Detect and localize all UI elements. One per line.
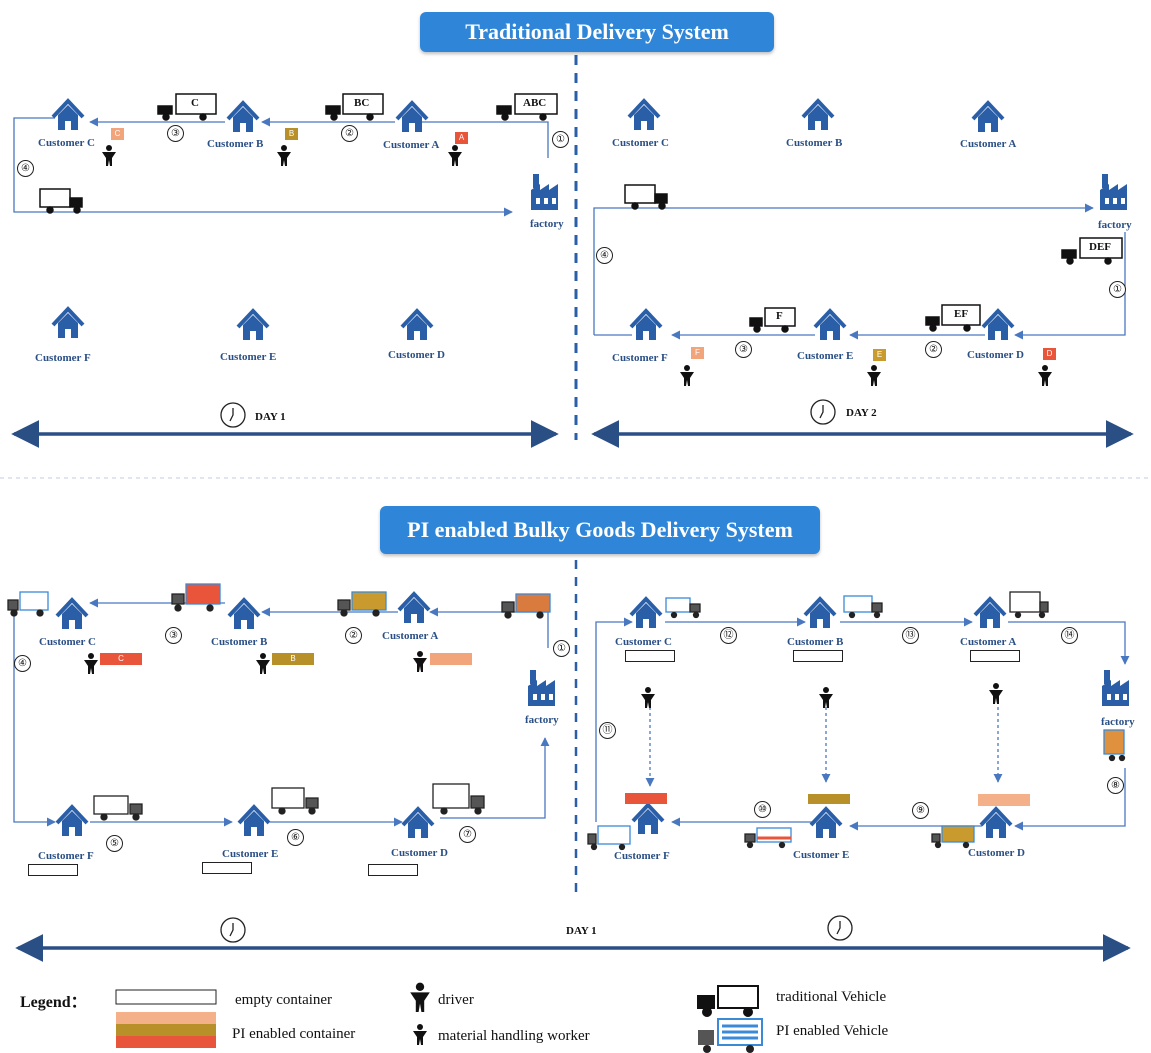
step-marker: ④	[17, 160, 34, 177]
empty-container	[625, 650, 675, 662]
truck-load: C	[191, 97, 199, 109]
customer-label: Customer F	[35, 352, 91, 364]
step-marker: ③	[165, 627, 182, 644]
clock-icon	[220, 399, 853, 943]
step-marker: ⑥	[287, 829, 304, 846]
container-tag: B	[290, 654, 296, 663]
customer-label: Customer B	[211, 636, 268, 648]
step-marker: ⑫	[720, 627, 737, 644]
truck-load: DEF	[1089, 241, 1111, 253]
legend-empty-container-swatch	[115, 989, 217, 1005]
customer-label: Customer D	[967, 349, 1024, 361]
step-marker: ⑧	[1107, 777, 1124, 794]
legend-pi-container-swatch	[116, 1012, 216, 1048]
truck-load: EF	[954, 308, 969, 320]
step-marker: ④	[14, 655, 31, 672]
truck-icon	[39, 93, 1123, 333]
truck-load: F	[776, 310, 783, 322]
pi-truck-icon	[698, 1018, 763, 1053]
day-label: DAY 1	[255, 411, 286, 423]
customer-label: Customer A	[383, 139, 440, 151]
truck-icon	[697, 985, 759, 1017]
worker-icon	[413, 1024, 427, 1045]
customer-label: Customer F	[38, 850, 94, 862]
customer-label: Customer E	[220, 351, 277, 363]
step-marker: ⑤	[106, 835, 123, 852]
customer-label: Customer D	[391, 847, 448, 859]
customer-label: Customer E	[797, 350, 854, 362]
pi-truck-icon	[7, 583, 1126, 851]
step-marker: ①	[1109, 281, 1126, 298]
customer-label: Customer D	[968, 847, 1025, 859]
step-marker: ⑪	[599, 722, 616, 739]
customer-label: Customer F	[614, 850, 670, 862]
empty-container	[970, 650, 1020, 662]
legend-pi-container: PI enabled container	[232, 1026, 356, 1042]
step-marker: ②	[345, 627, 362, 644]
legend-driver: driver	[438, 992, 474, 1008]
customer-label: Customer C	[612, 137, 669, 149]
step-marker: ⑩	[754, 801, 771, 818]
step-marker: ⑨	[912, 802, 929, 819]
cargo-tag: B	[285, 128, 298, 140]
day-label: DAY 1	[566, 925, 597, 937]
traditional-title: Traditional Delivery System	[420, 12, 774, 52]
customer-label: Customer B	[786, 137, 843, 149]
step-marker: ②	[925, 341, 942, 358]
legend-traditional-vehicle: traditional Vehicle	[776, 989, 887, 1005]
pi-container	[100, 653, 1030, 806]
day-label: DAY 2	[846, 407, 877, 419]
step-marker: ⑭	[1061, 627, 1078, 644]
step-marker: ③	[735, 341, 752, 358]
factory-label: factory	[525, 714, 559, 726]
cargo-tag: A	[455, 132, 468, 144]
step-marker: ①	[553, 640, 570, 657]
legend-empty-container: empty container	[235, 992, 333, 1008]
customer-label: Customer A	[382, 630, 439, 642]
customer-label: Customer D	[388, 349, 445, 361]
factory-label: factory	[530, 218, 564, 230]
step-marker: ④	[596, 247, 613, 264]
customer-label: Customer C	[39, 636, 96, 648]
customer-label: Customer C	[38, 137, 95, 149]
customer-label: Customer B	[787, 636, 844, 648]
cargo-tag: C	[111, 128, 124, 140]
customer-label: Customer B	[207, 138, 264, 150]
legend-title: Legend：	[20, 994, 87, 1011]
legend-pi-vehicle: PI enabled Vehicle	[776, 1023, 889, 1039]
step-marker: ②	[341, 125, 358, 142]
factory-label: factory	[1101, 716, 1135, 728]
driver-icon	[410, 982, 430, 1012]
step-marker: ⑬	[902, 627, 919, 644]
container-tag: C	[118, 654, 124, 663]
step-marker: ③	[167, 125, 184, 142]
legend-worker: material handling worker	[438, 1028, 590, 1044]
empty-container	[28, 864, 78, 876]
truck-load: BC	[354, 97, 370, 109]
pi-title: PI enabled Bulky Goods Delivery System	[380, 506, 820, 554]
customer-label: Customer E	[793, 849, 850, 861]
empty-container	[202, 862, 252, 874]
cargo-tag: E	[873, 349, 886, 361]
customer-label: Customer A	[960, 636, 1017, 648]
customer-label: Customer F	[612, 352, 668, 364]
step-marker: ①	[552, 131, 569, 148]
empty-container	[368, 864, 418, 876]
factory-label: factory	[1098, 219, 1132, 231]
customer-label: Customer C	[615, 636, 672, 648]
empty-container	[793, 650, 843, 662]
truck-load: ABC	[523, 97, 547, 109]
customer-label: Customer A	[960, 138, 1017, 150]
cargo-tag: F	[691, 347, 704, 359]
cargo-tag: D	[1043, 348, 1056, 360]
step-marker: ⑦	[459, 826, 476, 843]
customer-label: Customer E	[222, 848, 279, 860]
